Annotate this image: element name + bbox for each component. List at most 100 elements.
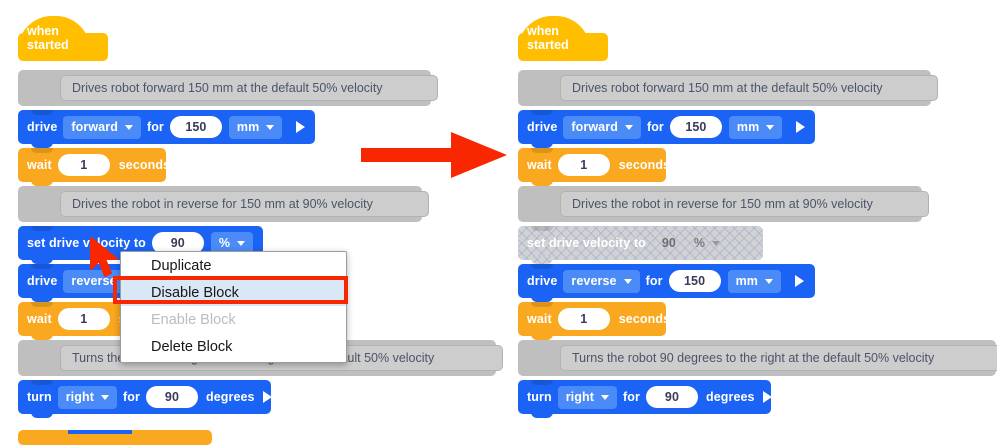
block-wait-1[interactable]: wait 1 seconds — [18, 148, 170, 186]
angle-input[interactable]: 90 — [645, 386, 698, 408]
direction-value: right — [65, 390, 94, 404]
run-play-icon[interactable] — [762, 391, 772, 403]
block-drive-forward[interactable]: drive forward for 150 mm — [18, 110, 315, 148]
comment-block-2[interactable]: Drives the robot in reverse for 150 mm a… — [18, 186, 429, 222]
unit-dropdown[interactable]: mm — [727, 269, 781, 293]
chevron-down-icon — [624, 124, 633, 130]
block-notch — [531, 380, 553, 385]
unit-value: mm — [735, 274, 758, 288]
direction-dropdown[interactable]: forward — [563, 115, 641, 139]
angle-unit-label: degrees — [705, 390, 755, 404]
block-notch — [31, 380, 53, 385]
block-wait-2[interactable]: wait 1 seconds — [518, 302, 670, 340]
block-nub — [531, 332, 553, 340]
velocity-input[interactable]: 90 — [151, 232, 204, 254]
run-play-icon[interactable] — [796, 121, 806, 133]
velocity-unit-dropdown[interactable]: % — [686, 236, 728, 250]
angle-unit-label: degrees — [205, 390, 255, 404]
block-nub — [531, 256, 553, 264]
wait-verb-label: wait — [527, 312, 552, 326]
menu-item-label: Delete Block — [151, 338, 233, 355]
direction-value: forward — [571, 120, 618, 134]
distance-input[interactable]: 150 — [669, 116, 722, 138]
block-nub — [31, 178, 53, 186]
direction-dropdown[interactable]: reverse — [563, 269, 640, 293]
run-play-icon[interactable] — [296, 121, 306, 133]
for-label: for — [122, 390, 140, 404]
block-when-started[interactable]: when started — [518, 16, 608, 61]
direction-value: reverse — [571, 274, 617, 288]
chevron-down-icon — [765, 278, 773, 284]
turn-direction-dropdown[interactable]: right — [557, 385, 617, 409]
velocity-unit-dropdown[interactable]: % — [210, 231, 254, 255]
block-wait-1[interactable]: wait 1 seconds — [518, 148, 670, 186]
for-label: for — [146, 120, 164, 134]
block-notch — [31, 226, 53, 231]
wait-seconds-input[interactable]: 1 — [57, 308, 110, 330]
block-drive-forward[interactable]: drive forward for 150 mm — [518, 110, 815, 148]
block-nub — [31, 410, 53, 418]
block-turn-right[interactable]: turn right for 90 degrees — [518, 380, 772, 418]
block-nub — [31, 332, 53, 340]
block-notch — [31, 148, 53, 153]
direction-value: forward — [71, 120, 118, 134]
block-overlap-sliver — [68, 430, 132, 434]
run-play-icon[interactable] — [795, 275, 804, 287]
block-when-started[interactable]: when started — [18, 16, 108, 61]
for-label: for — [645, 274, 663, 288]
velocity-input[interactable]: 90 — [661, 236, 676, 250]
comment-block-2[interactable]: Drives the robot in reverse for 150 mm a… — [518, 186, 929, 222]
unit-dropdown[interactable]: mm — [728, 115, 783, 139]
comment-text: Turns the robot 90 degrees to the right … — [560, 345, 997, 371]
block-context-menu[interactable]: Duplicate Disable Block Enable Block Del… — [120, 251, 347, 363]
block-set-drive-velocity-disabled[interactable]: set drive velocity to 90 % — [518, 226, 763, 264]
block-nub — [31, 256, 53, 264]
unit-value: % — [218, 236, 231, 250]
wait-seconds-input[interactable]: 1 — [557, 154, 610, 176]
comment-block-1[interactable]: Drives robot forward 150 mm at the defau… — [18, 70, 438, 106]
wait-seconds-input[interactable]: 1 — [557, 308, 610, 330]
for-label: for — [646, 120, 664, 134]
drive-verb-label: drive — [27, 274, 58, 288]
direction-value: reverse — [71, 274, 117, 288]
menu-item-delete-block[interactable]: Delete Block — [121, 333, 346, 360]
chevron-down-icon — [100, 394, 109, 400]
wait-seconds-input[interactable]: 1 — [57, 154, 110, 176]
unit-dropdown[interactable]: mm — [228, 115, 283, 139]
comment-text: Drives robot forward 150 mm at the defau… — [560, 75, 938, 101]
block-next-partial[interactable] — [18, 430, 212, 445]
comment-block-3[interactable]: Turns the robot 90 degrees to the right … — [518, 340, 997, 376]
direction-dropdown[interactable]: forward — [63, 115, 141, 139]
transition-right-arrow-icon — [361, 132, 507, 178]
block-nub — [31, 294, 53, 302]
chevron-down-icon — [124, 124, 133, 130]
block-drive-reverse[interactable]: drive reverse for 150 mm — [518, 264, 815, 302]
turn-direction-dropdown[interactable]: right — [57, 385, 117, 409]
chevron-down-icon — [600, 394, 609, 400]
drive-verb-label: drive — [527, 274, 558, 288]
distance-input[interactable]: 150 — [668, 270, 721, 292]
block-notch — [531, 148, 553, 153]
menu-item-duplicate[interactable]: Duplicate — [121, 252, 346, 279]
after-panel: when started Drives robot forward 150 mm… — [500, 0, 997, 445]
menu-item-disable-block[interactable]: Disable Block — [121, 279, 346, 306]
velocity-label: set drive velocity to — [27, 236, 146, 250]
velocity-label: set drive velocity to — [527, 236, 646, 250]
block-notch — [31, 264, 53, 269]
comment-text: Drives the robot in reverse for 150 mm a… — [560, 191, 929, 217]
block-notch — [531, 110, 553, 115]
menu-item-label: Duplicate — [151, 257, 212, 274]
wait-unit-label: seconds — [618, 158, 671, 172]
unit-value: % — [693, 236, 706, 250]
comment-block-1[interactable]: Drives robot forward 150 mm at the defau… — [518, 70, 938, 106]
unit-value: mm — [736, 120, 760, 134]
chevron-down-icon — [266, 124, 275, 130]
run-play-icon[interactable] — [262, 391, 272, 403]
angle-input[interactable]: 90 — [145, 386, 198, 408]
distance-input[interactable]: 150 — [169, 116, 222, 138]
block-turn-right[interactable]: turn right for 90 degrees — [18, 380, 272, 418]
unit-value: mm — [236, 120, 260, 134]
chevron-down-icon — [712, 240, 721, 246]
chevron-down-icon — [766, 124, 775, 130]
